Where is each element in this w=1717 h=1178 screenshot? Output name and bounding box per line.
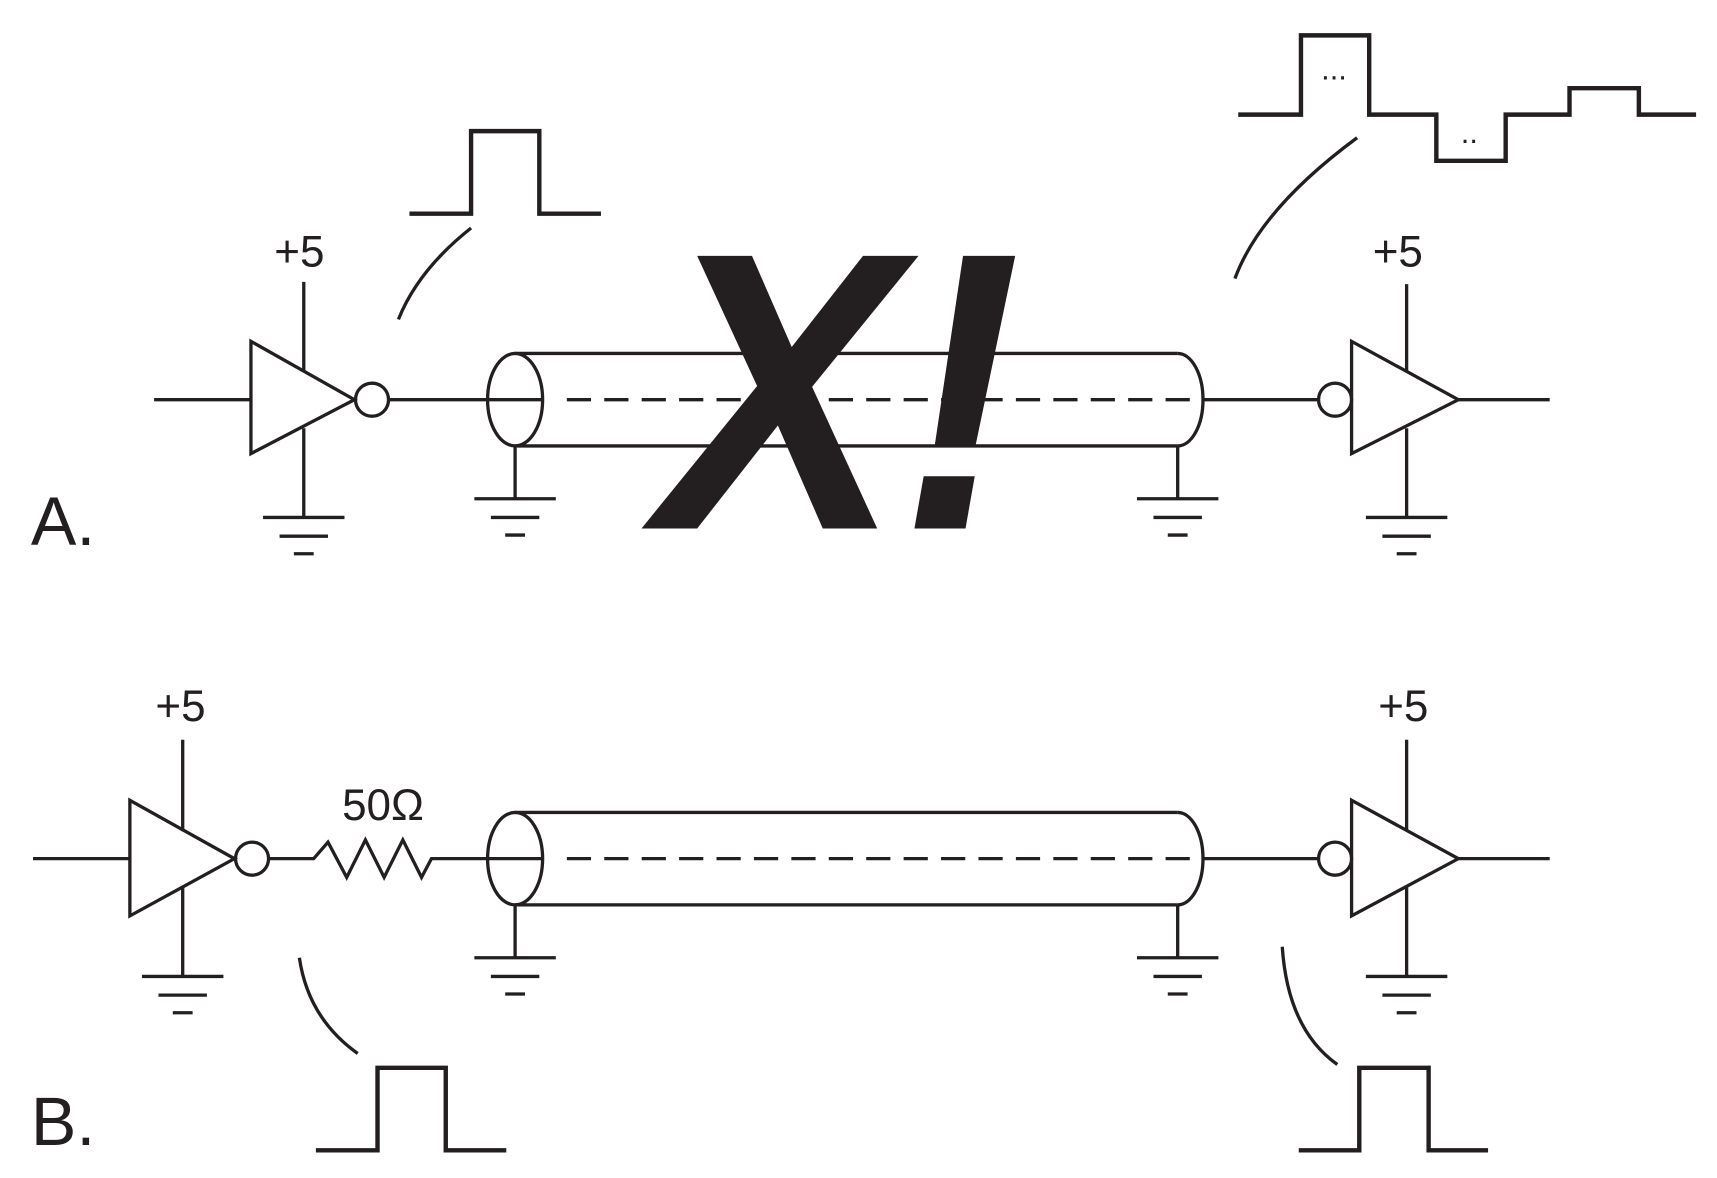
coax-cable-a xyxy=(472,351,1221,537)
supply-label: +5 xyxy=(274,228,324,277)
coax-cable-b xyxy=(472,810,1221,996)
resistor-value: 50Ω xyxy=(342,781,424,830)
driven-pulse-waveform-b xyxy=(297,957,507,1153)
received-pulse-waveform-b xyxy=(1280,946,1489,1153)
driver-inverter-a: +5 xyxy=(154,228,391,556)
driver-inverter-b: +5 xyxy=(33,682,271,1015)
panel-a: A. +5 xyxy=(31,33,1697,612)
svg-text:...: ... xyxy=(1321,51,1347,86)
panel-a-label: A. xyxy=(31,484,95,560)
series-resistor: 50Ω xyxy=(268,781,542,882)
driven-pulse-waveform-a xyxy=(396,128,601,320)
panel-b-label: B. xyxy=(31,1084,95,1160)
receiver-inverter-b: +5 xyxy=(1316,682,1550,1015)
svg-text:..: .. xyxy=(1461,115,1478,150)
distorted-waveform-a: ... .. xyxy=(1233,33,1697,280)
warning-mark: X! xyxy=(641,169,1021,612)
supply-label: +5 xyxy=(155,682,205,731)
receiver-inverter-a: +5 xyxy=(1316,228,1550,556)
supply-label: +5 xyxy=(1373,228,1423,277)
ground-icon xyxy=(261,515,347,556)
panel-b: B. +5 50Ω xyxy=(31,682,1550,1160)
supply-label: +5 xyxy=(1378,682,1428,731)
